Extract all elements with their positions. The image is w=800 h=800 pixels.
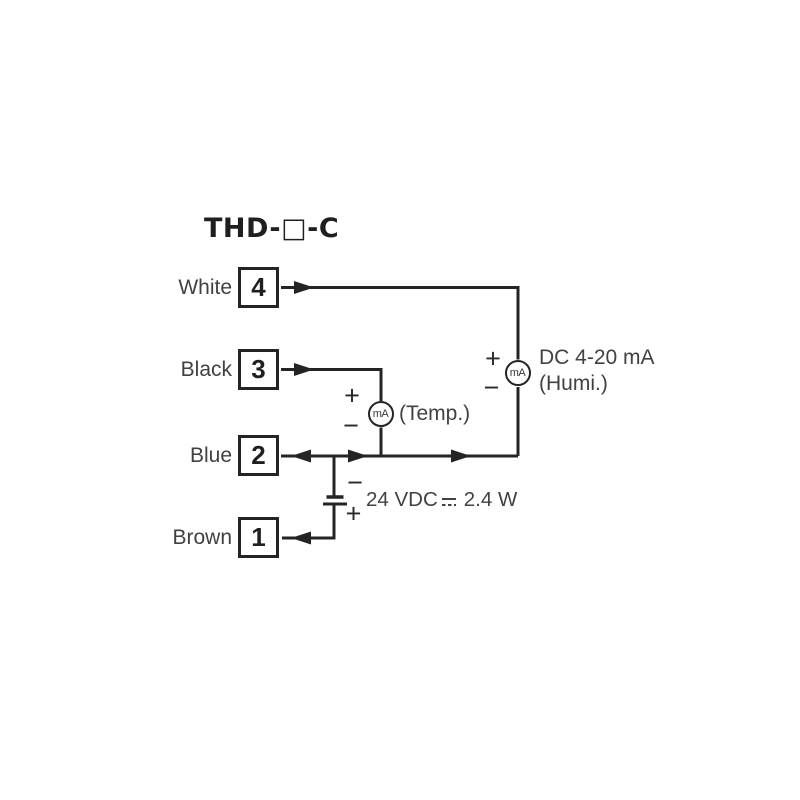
arrow-right-bus-2: [451, 449, 471, 463]
temp-meter-plus-sign: +: [344, 380, 360, 411]
temp-meter-caption: (Temp.): [399, 402, 471, 425]
terminal-label-blue: Blue: [189, 444, 232, 467]
humi-meter-icon: mA: [504, 359, 531, 386]
terminal-label-black: Black: [180, 358, 232, 381]
wire-white-to-humi-meter: [281, 286, 520, 360]
humi-meter-unit: mA: [509, 366, 526, 379]
temp-meter-icon: mA: [367, 401, 394, 427]
terminal-number-3: 3: [251, 354, 266, 384]
terminal-number-1: 1: [251, 522, 266, 552]
power-wattage-text: 2.4 W: [463, 488, 518, 511]
diagram-title: THD-□-C: [204, 213, 340, 244]
arrow-left-to-brown: [291, 531, 311, 545]
power-rating-label: 24 VDC 2.4 W: [366, 488, 517, 512]
temp-meter-minus-sign: −: [343, 410, 359, 441]
battery-minus-sign: −: [347, 467, 363, 498]
arrow-right-bus-1: [348, 449, 368, 463]
humi-caption-line2: (Humi.): [539, 372, 608, 395]
humi-meter-minus-sign: −: [483, 372, 500, 403]
arrow-left-bus-to-blue: [291, 449, 311, 463]
terminal-label-brown: Brown: [172, 526, 232, 549]
power-voltage-text: 24 VDC: [366, 488, 438, 511]
terminal-box-1: 1: [238, 517, 279, 558]
terminal-number-4: 4: [251, 272, 266, 302]
terminal-box-4: 4: [238, 267, 279, 308]
terminal-label-white: White: [178, 276, 232, 299]
dc-current-symbol-icon: [441, 497, 457, 508]
arrow-right-black-wire: [294, 363, 314, 376]
terminal-box-2: 2: [238, 435, 279, 476]
humi-meter-caption: DC 4-20 mA (Humi.): [539, 345, 655, 397]
arrow-right-white-wire: [294, 281, 314, 294]
humi-caption-line1: DC 4-20 mA: [539, 346, 655, 369]
temp-meter-unit: mA: [372, 408, 389, 420]
wire-black-to-temp-meter: [281, 368, 383, 401]
terminal-number-2: 2: [251, 440, 266, 470]
battery-plus-sign: +: [345, 498, 362, 529]
humi-meter-plus-sign: +: [485, 343, 501, 374]
terminal-box-3: 3: [238, 349, 279, 390]
